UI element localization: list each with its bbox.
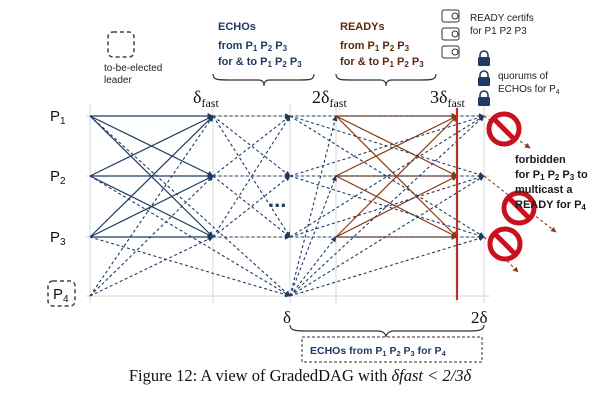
ready-arrow <box>335 115 458 177</box>
lock-icon <box>478 90 490 106</box>
caption-math: δfast < 2/3δ <box>391 366 472 385</box>
message-arrows <box>89 113 557 298</box>
forbidden-line1: forbidden <box>515 154 566 166</box>
figure-caption: Figure 12: A view of GradedDAG with δfas… <box>0 366 600 386</box>
p4-echo-arrow <box>289 236 337 297</box>
quorum-label-2: ECHOs for P4 <box>498 84 560 96</box>
proposal-arrow <box>89 236 214 297</box>
echo-to-p4-arrow <box>89 175 291 297</box>
time-label-2delta: 2δ <box>471 308 488 327</box>
echo-arrow <box>89 115 214 238</box>
certificate-icon <box>441 9 460 23</box>
readys-title: READYs <box>340 21 385 33</box>
echo-to-p4-arrow <box>89 236 291 298</box>
legend-leader: to-be-elected leader <box>104 31 162 86</box>
legend-quorums: quorums of ECHOs for P4 <box>478 50 560 106</box>
certif-label-1: READY certifs <box>470 13 534 24</box>
legend-certifs: READY certifs for P1 P2 P3 <box>441 9 534 59</box>
p4-echo-arrow <box>289 175 337 297</box>
late-echo-arrow <box>289 174 485 238</box>
ellipsis: ... <box>268 187 286 212</box>
caption-prefix: Figure 12: A view of GradedDAG with <box>128 366 392 385</box>
readys-brace <box>335 73 437 87</box>
process-label-p3: P3 <box>50 229 66 248</box>
forbidden-signs <box>486 111 537 262</box>
quorum-label-1: quorums of <box>498 71 548 82</box>
echos-brace <box>212 73 315 87</box>
p4-late-echo-arrow <box>289 115 485 297</box>
process-labels: P1 P2 P3 P4 <box>47 108 76 307</box>
readys-line2: from P1 P2 P3 <box>340 40 410 53</box>
process-label-p1: P1 <box>50 108 66 127</box>
lock-icon <box>478 50 490 66</box>
bottom-brace-box <box>301 336 483 363</box>
echos-line3: for & to P1 P2 P3 <box>218 56 302 69</box>
leader-box-p4 <box>47 280 76 307</box>
legend-leader-text-1: to-be-elected <box>104 63 162 74</box>
forbidden-text: forbidden for P1 P2 P3 to multicast a RE… <box>515 154 588 212</box>
certif-label-2: for P1 P2 P3 <box>470 26 527 37</box>
lock-icon <box>478 70 490 86</box>
forbidden-line4: READY for P4 <box>515 199 586 212</box>
ready-arrow <box>335 175 458 238</box>
echos-line2: from P1 P2 P3 <box>218 40 288 53</box>
forbidden-line3: multicast a <box>515 184 573 196</box>
echos-header: ECHOs from P1 P2 P3 for & to P1 P2 P3 <box>218 21 302 69</box>
time-label-delta: δ <box>283 308 291 327</box>
bottom-brace-label: ECHOs from P1 P2 P3 for P4 <box>310 345 447 358</box>
time-label-2dfast: 2δfast <box>312 87 347 110</box>
readys-line3: for & to P1 P2 P3 <box>340 56 424 69</box>
top-time-labels: δfast 2δfast 3δfast <box>193 87 465 110</box>
forbidden-sign-icon <box>486 111 522 147</box>
certificate-icon <box>441 27 460 41</box>
p4-late-echo-arrow <box>289 235 485 297</box>
time-label-3dfast: 3δfast <box>430 87 465 110</box>
proposal-arrow <box>89 175 214 297</box>
forbidden-sign-icon <box>487 226 523 262</box>
legend-leader-text-2: leader <box>104 75 132 86</box>
proposal-arrow <box>89 115 214 297</box>
p4-echo-arrow <box>289 115 338 297</box>
echo-arrow-dashed <box>212 115 291 238</box>
forbidden-line2: for P1 P2 P3 to <box>515 169 588 182</box>
process-label-p4: P4 <box>53 286 69 305</box>
late-echo-arrow <box>289 114 485 177</box>
forbidden-sign-icon <box>501 190 537 226</box>
time-label-dfast: δfast <box>193 87 219 110</box>
readys-header: READYs from P1 P2 P3 for & to P1 P2 P3 <box>340 21 424 69</box>
echo-arrow <box>89 115 214 177</box>
process-label-p2: P2 <box>50 168 66 187</box>
legend-dashed-box <box>107 31 135 58</box>
bottom-brace <box>289 324 485 338</box>
certificate-icon <box>441 45 460 59</box>
echos-title: ECHOs <box>218 21 256 33</box>
echo-arrow <box>89 175 214 238</box>
echo-to-p4-arrow <box>89 115 291 297</box>
